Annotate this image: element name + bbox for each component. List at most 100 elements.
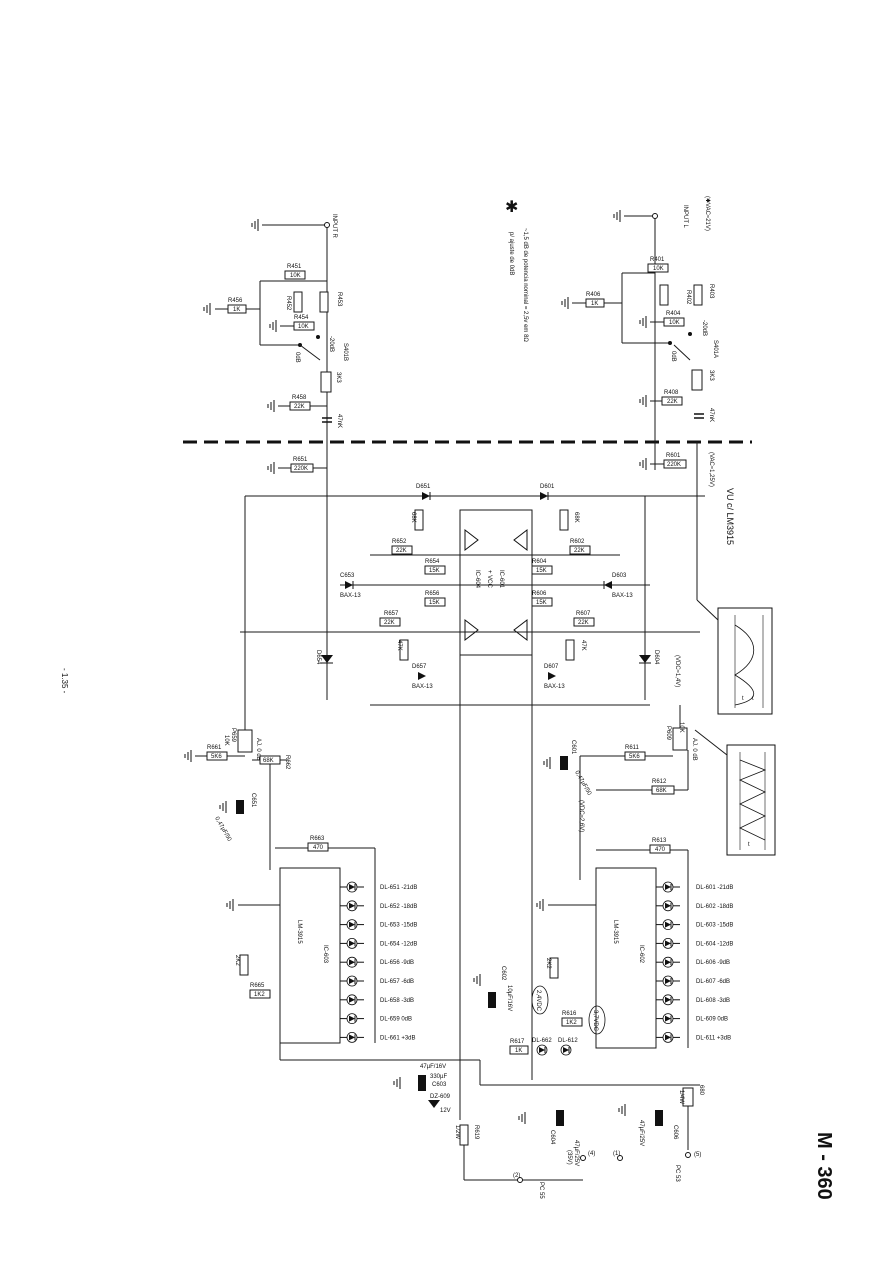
r618-value: 680: [698, 1085, 704, 1096]
p609-ref: P609: [665, 726, 671, 741]
r601-value: 220K: [667, 462, 681, 468]
led-label: DL-661 +3dB: [380, 1035, 416, 1041]
c604-value: 47µF/25V: [573, 1140, 579, 1166]
c601-capacitor: [560, 756, 568, 770]
p659-trimmer[interactable]: [237, 729, 253, 753]
ground-symbol: [226, 898, 234, 912]
scope1-t2: t: [752, 696, 754, 702]
ground-symbol: [543, 756, 551, 770]
power-section: C602 10µF/16V R617 1K DL-662 DL-612 47µF…: [393, 966, 704, 1199]
r618-power: 1/4W: [678, 1090, 684, 1104]
r617-ref: R617: [510, 1039, 525, 1045]
page-number: - 1.35 -: [60, 668, 69, 694]
ic603-section: LM-3915 IC-603 2K2 R665 1K2: [226, 848, 480, 1061]
level-left-section: P609 10K AJ. 0 dB (VDC≈1,4V) R611 5K6 R6…: [543, 655, 697, 880]
c401-value: 47nK: [708, 408, 714, 422]
c603-cap-b: 330µF: [430, 1074, 447, 1080]
r613-ref: R613: [652, 838, 667, 844]
led-indicator: [346, 881, 358, 893]
r452-resistor: [293, 291, 303, 313]
c604-ref: C604: [549, 1130, 555, 1145]
input-r-label: INPUT R: [331, 214, 337, 239]
r617-value: 1K: [515, 1048, 522, 1054]
r651-value: 220K: [294, 466, 308, 472]
rectifier-section: IC-604 IC-601 + VCC D651 D601 68K 68K R6…: [240, 470, 705, 1120]
d601-ref: D601: [540, 484, 555, 490]
scope2-t1: t: [748, 842, 750, 848]
ground-symbol: [203, 302, 211, 316]
c602-capacitor: [488, 992, 496, 1008]
scope-inset-1: t t: [696, 599, 773, 715]
terminal-4[interactable]: [580, 1155, 586, 1161]
r652-ref: R652: [392, 539, 407, 545]
led-indicator: [662, 1031, 674, 1043]
r403-ref: R403: [708, 284, 714, 299]
ground-symbol: [393, 1076, 401, 1090]
conn-a-label: PC 53: [674, 1165, 680, 1182]
r653-resistor: [414, 509, 424, 531]
ground-symbol: [613, 209, 621, 223]
ground-symbol: [639, 457, 647, 471]
c602-ref: C602: [500, 966, 506, 981]
r458-value: 22K: [294, 404, 305, 410]
r656-resistor: [424, 597, 446, 607]
r451-ref: R451: [287, 264, 302, 270]
c604-capacitor: [556, 1110, 564, 1126]
note-line2: p/ ajuste de 0dB: [508, 232, 514, 275]
r619-power: 1/2W: [454, 1125, 460, 1139]
r616-resistor: [561, 1017, 583, 1027]
r664-value: 2K2: [234, 955, 240, 966]
input-left-section: INPUT L (✱VAC≈21V) R401 10K R406 1K R402…: [561, 196, 718, 600]
r456-ref: R456: [228, 298, 243, 304]
terminal-1[interactable]: [617, 1155, 623, 1161]
node-d-label: (2): [513, 1173, 520, 1179]
led-indicator: [346, 937, 358, 949]
ic602-part: LM-3915: [612, 920, 618, 944]
r614-value: 2K2: [545, 958, 551, 969]
r453-ref: R453: [336, 292, 342, 307]
c603-value: 47µF/16V: [420, 1064, 446, 1070]
input-r-terminal[interactable]: [324, 222, 330, 228]
r455-value: 3K3: [335, 372, 341, 383]
scope1-frame: [717, 607, 773, 715]
node-c-label: (1): [613, 1151, 620, 1157]
led-label: DL-651 -21dB: [380, 885, 417, 891]
r602-resistor: [569, 545, 591, 555]
r658-resistor: [399, 639, 409, 661]
ic604-label: IC-604: [474, 570, 480, 589]
led-label: DL-653 -15dB: [380, 923, 417, 929]
ic602-package: [595, 867, 657, 1049]
r603-value: 68K: [573, 512, 579, 523]
r656-ref: R656: [425, 591, 440, 597]
r604-ref: R604: [532, 559, 547, 565]
c606-value: 47µF/25V: [638, 1120, 644, 1146]
input-right-section: INPUT R R451 10K R456 1K R452 R453 R454 …: [203, 214, 348, 475]
s401b-ref: S401B: [342, 343, 348, 361]
dl662-led: [536, 1044, 548, 1056]
level-right-section: P659 10K AJ. 0 dB R661 5K6 R662 68K C651…: [184, 700, 375, 870]
input-l-terminal[interactable]: [652, 213, 658, 219]
r604-resistor: [531, 565, 553, 575]
led-indicator: [662, 956, 674, 968]
ic603-package: [279, 867, 341, 1044]
led-label: DL-604 -12dB: [696, 941, 733, 947]
ic603-part: LM-3915: [296, 920, 302, 944]
r612-value: 68K: [656, 788, 667, 794]
ground-symbol: [473, 973, 481, 987]
vdc1-label: (VDC≈1,4V): [674, 655, 680, 687]
c451-value: 47nK: [336, 414, 342, 428]
terminal-2[interactable]: [517, 1177, 523, 1183]
scope1-t1: t: [742, 696, 744, 702]
c603-capacitor: [418, 1075, 426, 1091]
ic602-ref: IC-602: [638, 945, 644, 964]
terminal-5[interactable]: [685, 1152, 691, 1158]
r665-resistor: [249, 989, 271, 999]
note-block: ✱ ~1,5 dB de potencia nominal = 2,5v em …: [505, 199, 528, 342]
led-label: DL-603 -15dB: [696, 923, 733, 929]
r657-resistor: [379, 617, 401, 627]
p609-trimmer[interactable]: [672, 727, 688, 751]
ground-symbol: [251, 218, 259, 232]
p659-adj: AJ. 0 dB: [255, 738, 261, 761]
model-number: M - 360: [813, 1132, 835, 1200]
